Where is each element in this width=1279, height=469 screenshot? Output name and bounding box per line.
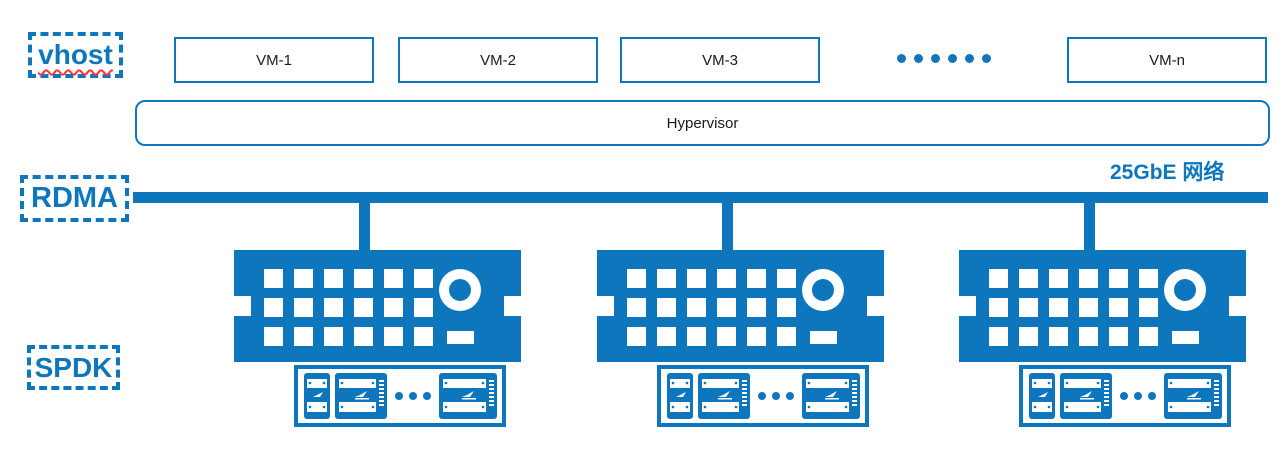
ssd-drive-icon bbox=[303, 373, 330, 419]
ssd-ellipsis-dots bbox=[757, 392, 794, 400]
vm-label: VM-3 bbox=[702, 51, 738, 69]
ssd-shelf bbox=[1019, 365, 1231, 427]
network-drop-line bbox=[1084, 203, 1095, 251]
vm-box-1: VM-1 bbox=[174, 37, 374, 83]
vm-label: VM-2 bbox=[480, 51, 516, 69]
ssd-drive-icon bbox=[438, 373, 497, 419]
vm-label: VM-1 bbox=[256, 51, 292, 69]
rack-server-icon bbox=[959, 250, 1246, 362]
storage-node-3 bbox=[959, 203, 1246, 429]
ssd-ellipsis-dots bbox=[394, 392, 431, 400]
ssd-shelf bbox=[294, 365, 506, 427]
network-drop-line bbox=[722, 203, 733, 251]
rack-server-icon bbox=[234, 250, 521, 362]
ssd-drive-icon bbox=[1028, 373, 1055, 419]
hypervisor-label: Hypervisor bbox=[666, 114, 739, 132]
rdma-layer-label: RDMA bbox=[20, 175, 129, 222]
ssd-shelf bbox=[657, 365, 869, 427]
ssd-drive-icon bbox=[666, 373, 693, 419]
vm-ellipsis-dots bbox=[897, 54, 991, 63]
network-backbone-line bbox=[133, 192, 1268, 203]
rdma-text: RDMA bbox=[31, 182, 118, 214]
spdk-layer-label: SPDK bbox=[27, 345, 120, 390]
rack-server-icon bbox=[597, 250, 884, 362]
ssd-drive-icon bbox=[697, 373, 750, 419]
vm-box-3: VM-3 bbox=[620, 37, 820, 83]
network-drop-line bbox=[359, 203, 370, 251]
ssd-drive-icon bbox=[801, 373, 860, 419]
ssd-drive-icon bbox=[1163, 373, 1222, 419]
vm-box-n: VM-n bbox=[1067, 37, 1267, 83]
vm-label: VM-n bbox=[1149, 51, 1185, 69]
storage-node-1 bbox=[234, 203, 521, 429]
vhost-layer-label: vhost bbox=[28, 32, 123, 78]
spdk-text: SPDK bbox=[34, 351, 113, 383]
ssd-drive-icon bbox=[1059, 373, 1112, 419]
hypervisor-box: Hypervisor bbox=[135, 100, 1270, 146]
ssd-drive-icon bbox=[334, 373, 387, 419]
ssd-ellipsis-dots bbox=[1119, 392, 1156, 400]
storage-node-2 bbox=[597, 203, 884, 429]
vm-box-2: VM-2 bbox=[398, 37, 598, 83]
vhost-text: vhost bbox=[38, 39, 113, 70]
network-speed-label: 25GbE 网络 bbox=[1110, 161, 1225, 184]
